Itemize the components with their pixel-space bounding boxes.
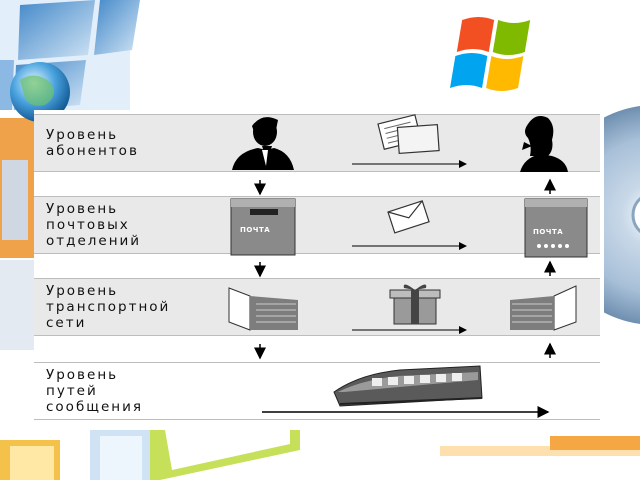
mailbox-label-right: ПОЧТА	[533, 228, 563, 236]
level-band-routes: Уровень путей сообщения	[34, 362, 600, 420]
mailbox-icon: ПОЧТА	[524, 198, 588, 258]
level-band-post-offices: Уровень почтовых отделений	[34, 196, 600, 254]
mailbox-label-left: ПОЧТА	[240, 226, 270, 234]
level-band-subscribers: Уровень абонентов	[34, 114, 600, 172]
truck-cargo-icon	[510, 285, 577, 331]
decor-orange-bar	[440, 446, 640, 456]
windows-logo-icon	[450, 17, 531, 91]
decor-keyboard	[2, 160, 28, 240]
woman-silhouette-icon	[520, 116, 568, 172]
level-label-routes: Уровень путей сообщения	[46, 367, 144, 415]
decor-pc-tower	[0, 260, 34, 350]
man-silhouette-icon	[232, 117, 294, 170]
level-label-subscribers: Уровень абонентов	[46, 127, 139, 159]
envelope-icon	[387, 200, 430, 234]
level-label-transport: Уровень транспортной сети	[46, 283, 171, 331]
gift-box-icon	[389, 284, 441, 325]
mailbox-icon: ПОЧТА	[230, 198, 296, 256]
truck-cargo-icon	[228, 287, 298, 331]
letter-sheet-icon	[377, 114, 440, 154]
level-label-post-offices: Уровень почтовых отделений	[46, 201, 142, 249]
level-band-transport: Уровень транспортной сети	[34, 278, 600, 336]
train-icon	[333, 365, 483, 407]
